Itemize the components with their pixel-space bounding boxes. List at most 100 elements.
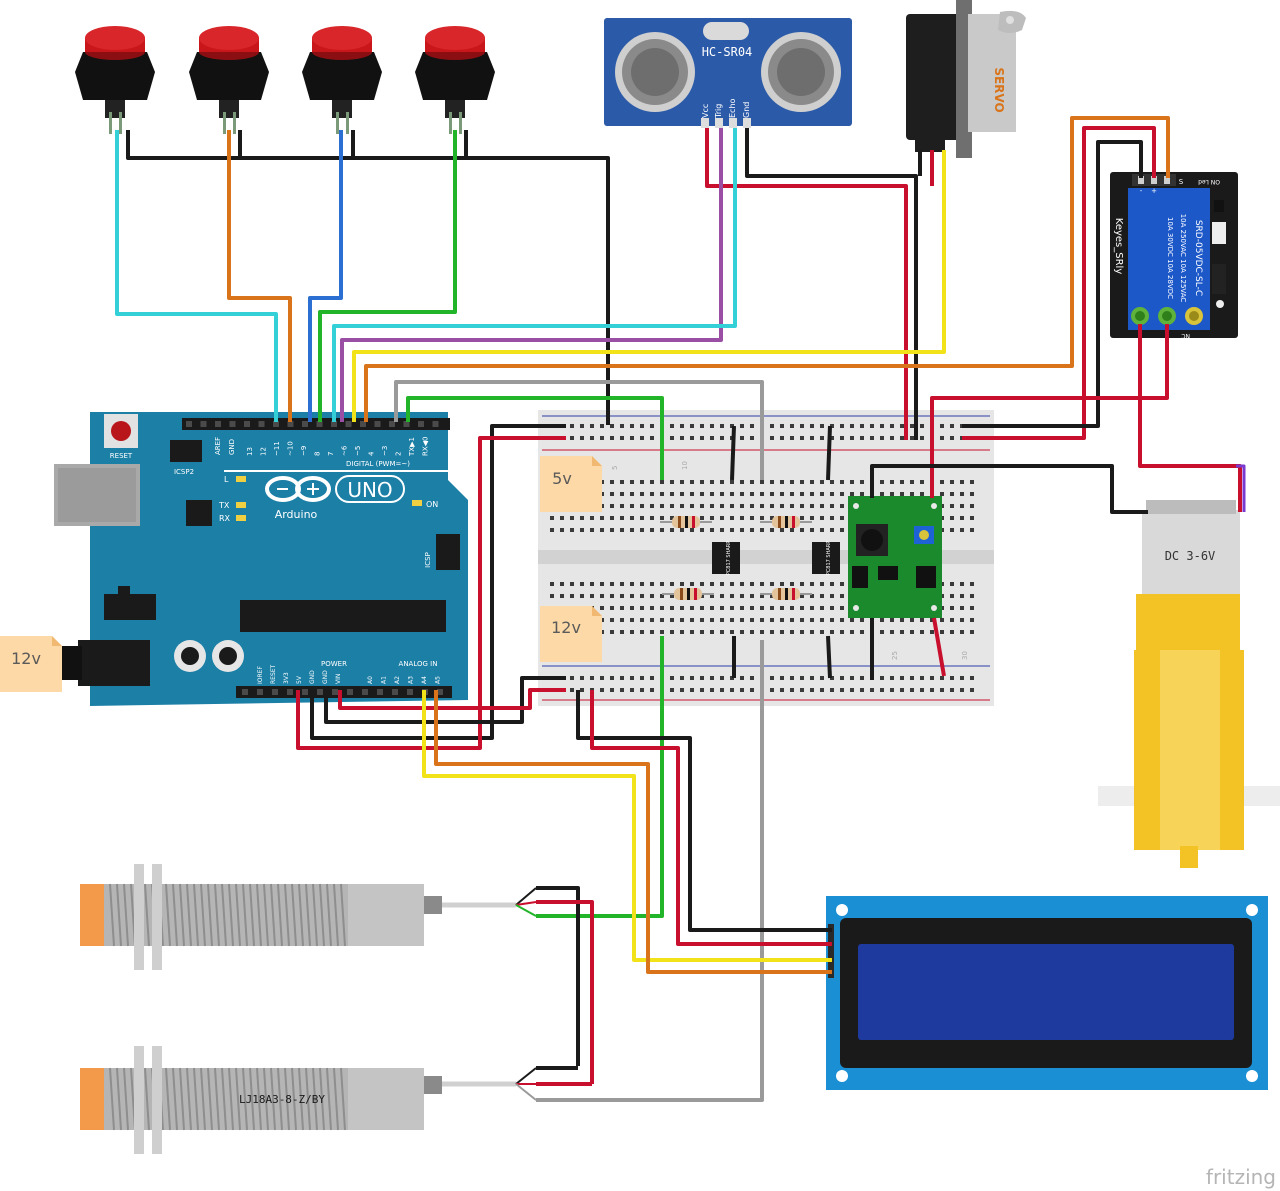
- wire-lcd-vcc: [590, 690, 832, 946]
- wire-button-3-blue: [308, 130, 343, 422]
- motor-label: DC 3-6V: [1165, 549, 1216, 563]
- wire-button-4-green: [318, 130, 457, 422]
- breadboard-col-5-top: 5: [611, 466, 619, 470]
- label-5v: 5v: [540, 456, 602, 512]
- fritzing-watermark: fritzing: [1206, 1165, 1276, 1189]
- wire-us-gnd: [745, 128, 918, 440]
- arduino-digital-pin-label: 7: [327, 452, 335, 456]
- servo-motor: SERVO: [906, 0, 1026, 158]
- dc-motor: DC 3-6V: [1098, 500, 1280, 868]
- servo-label: SERVO: [992, 67, 1006, 112]
- arduino-digital-pin-label: 13: [246, 447, 254, 456]
- relay-module: SRD-05VDC-SL-C 10A 250VAC 10A 125VAC 10A…: [1110, 172, 1238, 339]
- arduino-digital-pin-label: ~9: [300, 446, 308, 456]
- wire-relay-signal: [364, 116, 1170, 422]
- arduino-digital-pin-label: ~10: [287, 441, 295, 456]
- relay-pin-plus: +: [1151, 187, 1157, 195]
- arduino-digital-pin-label: ~3: [381, 446, 389, 456]
- arduino-aref-label: AREF: [214, 437, 222, 455]
- arduino-analog-pin-label: A0: [367, 676, 374, 684]
- resistor-1: [660, 516, 712, 528]
- arduino-brand: Arduino: [275, 508, 318, 521]
- resistor-4: [760, 588, 812, 600]
- wire-us-echo: [332, 128, 737, 422]
- arduino-digital-pin-label: ~5: [354, 446, 362, 456]
- relay-model: SRD-05VDC-SL-C: [1193, 220, 1203, 296]
- arduino-icsp2-label: ICSP2: [174, 468, 194, 476]
- breadboard-col-10-top: 10: [681, 461, 689, 470]
- wire-12v-rail-red: [338, 688, 566, 710]
- label-12v-breadboard: 12v: [540, 606, 602, 662]
- push-button-3: [302, 26, 382, 134]
- wire-lcd-sda: [422, 690, 832, 962]
- wire-relay-out: [930, 324, 1169, 498]
- arduino-analog-pin-label: A2: [394, 676, 401, 684]
- arduino-logo: [265, 475, 405, 503]
- arduino-digital-label: DIGITAL (PWM=~): [346, 460, 410, 468]
- push-button-2: [189, 26, 269, 134]
- arduino-analog-pin-label: A5: [435, 676, 442, 684]
- wire-relay-vcc: [962, 126, 1156, 440]
- wire-gray-pin3: [394, 380, 764, 480]
- arduino-power-pin-label: RESET: [270, 664, 277, 684]
- arduino-analog-pin-label: A3: [408, 676, 415, 684]
- arduino-gnd-label: GND: [228, 439, 236, 455]
- label-5v-text: 5v: [552, 469, 572, 488]
- relay-pin-minus: -: [1140, 187, 1143, 195]
- arduino-analog-pin-label: A4: [421, 676, 428, 684]
- wire-button-1-cyan: [115, 130, 278, 422]
- sensor-2-label: LJ18A3-8-Z/BY: [239, 1093, 325, 1106]
- arduino-reset-label: RESET: [110, 452, 133, 460]
- arduino-power-header: [242, 689, 443, 695]
- arduino-digital-pin-label: TX▶1: [408, 437, 416, 457]
- lcd-display: [826, 896, 1268, 1090]
- optocoupler-1-label: PC817 SHARP: [726, 541, 732, 575]
- wire-sensor1-gnd: [536, 886, 580, 1066]
- wire-relay-gnd: [962, 140, 1143, 428]
- resistor-2: [760, 516, 812, 528]
- arduino-power-pin-label: VIN: [335, 674, 342, 684]
- arduino-analog-label: ANALOG IN: [399, 660, 438, 668]
- optocoupler-2-label: PC817 SHARP: [826, 541, 832, 575]
- ultrasonic-sensor: HC-SR04 Vcc Trig Echo Gnd: [604, 18, 852, 128]
- arduino-power-pin-label: GND: [322, 670, 329, 684]
- wire-5v-rail-red: [296, 436, 566, 750]
- arduino-power-pin-label: 3V3: [283, 672, 290, 684]
- arduino-digital-pin-label: 4: [368, 451, 376, 456]
- label-12v-arduino-text: 12v: [11, 649, 41, 668]
- arduino-digital-pin-label: ~11: [273, 441, 281, 456]
- push-buttons: [75, 26, 495, 134]
- wire-us-trig: [340, 128, 723, 422]
- arduino-digital-header: [186, 421, 439, 427]
- optocoupler-1: PC817 SHARP: [712, 541, 740, 575]
- label-12v-breadboard-text: 12v: [551, 618, 581, 637]
- relay-rating-1: 10A 250VAC 10A 125VAC: [1179, 214, 1187, 303]
- arduino-l-label: L: [224, 475, 229, 484]
- wire-12v-rail-black: [324, 676, 566, 724]
- arduino-digital-pin-label: 12: [260, 447, 268, 456]
- ultrasonic-model-label: HC-SR04: [702, 45, 753, 59]
- breadboard-col-25-bottom: 25: [891, 651, 899, 660]
- arduino-power-pin-label: GND: [309, 670, 316, 684]
- arduino-rx-label: RX: [219, 514, 231, 523]
- wire-button-ground: [126, 130, 610, 425]
- arduino-digital-pin-label: 8: [314, 452, 322, 456]
- optocoupler-2: PC817 SHARP: [812, 541, 840, 575]
- push-button-4: [415, 26, 495, 134]
- arduino-power-pin-label: IOREF: [257, 666, 264, 684]
- wire-servo-signal: [352, 150, 946, 422]
- wire-relay-motor-nc: [1138, 324, 1242, 512]
- dc-converter-module: [848, 496, 942, 618]
- relay-rating-2: 10A 30VDC 10A 28VDC: [1166, 217, 1174, 299]
- inductive-sensor-2: LJ18A3-8-Z/BY: [80, 1046, 516, 1154]
- wire-lcd-scl: [434, 690, 832, 974]
- resistor-3: [662, 588, 714, 600]
- ultrasonic-pin-echo: Echo: [728, 98, 737, 118]
- relay-pin-s: S: [1179, 178, 1184, 186]
- wires: [115, 116, 1246, 1102]
- relay-terminal-nc: NC: [1181, 332, 1190, 339]
- relay-brand: Keyes_SRly: [1113, 218, 1124, 275]
- wire-sensor1-vcc: [536, 900, 594, 1084]
